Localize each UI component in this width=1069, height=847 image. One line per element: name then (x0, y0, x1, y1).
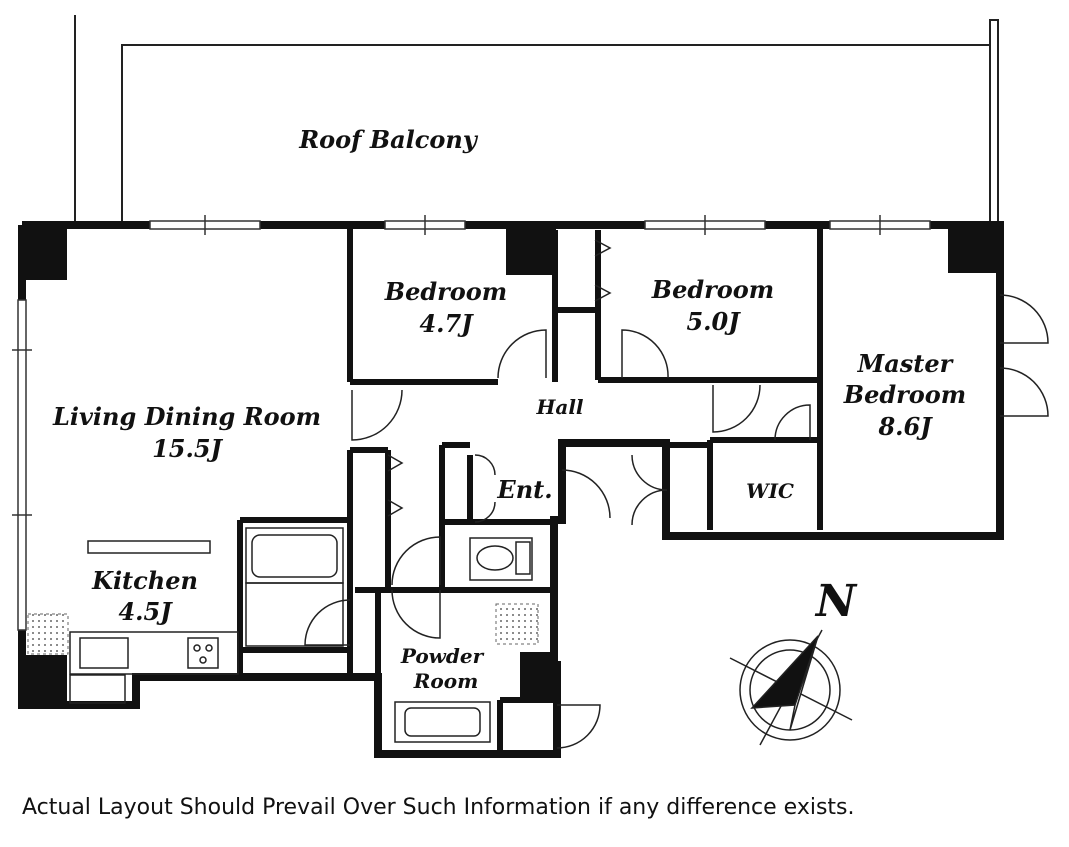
master-bedroom-name-1: Master (857, 349, 955, 378)
master-bedroom-name-2: Bedroom (843, 380, 966, 409)
kitchen-hatch (27, 613, 69, 655)
structural-columns (22, 225, 1000, 705)
fixtures (69, 527, 533, 743)
windows (12, 215, 931, 631)
floor-plan: Roof Balcony Bedroom 4.7J Bedroom 5.0J M… (12, 15, 1049, 758)
powder-room-name-2: Room (413, 669, 478, 693)
bedroom-b-name: Bedroom (651, 275, 774, 304)
roof-balcony-outline (74, 15, 999, 226)
kitchen-size: 4.5J (118, 597, 173, 626)
kitchen-name: Kitchen (91, 566, 198, 595)
hall-label: Hall (535, 395, 583, 419)
living-room-name: Living Dining Room (52, 402, 321, 431)
master-bedroom-size: 8.6J (877, 412, 933, 441)
door-swings (304, 239, 1049, 749)
disclaimer-text: Actual Layout Should Prevail Over Such I… (22, 795, 855, 820)
roof-balcony-label: Roof Balcony (298, 125, 479, 154)
compass-rose (729, 629, 853, 746)
compass-north-label: N (814, 576, 858, 627)
powder-hatch (495, 603, 539, 645)
wic-label: WIC (746, 479, 794, 503)
powder-room-name-1: Powder (400, 644, 485, 668)
living-room-size: 15.5J (152, 434, 223, 463)
bedroom-a-name: Bedroom (384, 277, 507, 306)
interior-walls (237, 228, 823, 754)
bedroom-a-size: 4.7J (419, 309, 474, 338)
entrance-label: Ent. (496, 475, 552, 504)
bedroom-b-size: 5.0J (686, 307, 741, 336)
